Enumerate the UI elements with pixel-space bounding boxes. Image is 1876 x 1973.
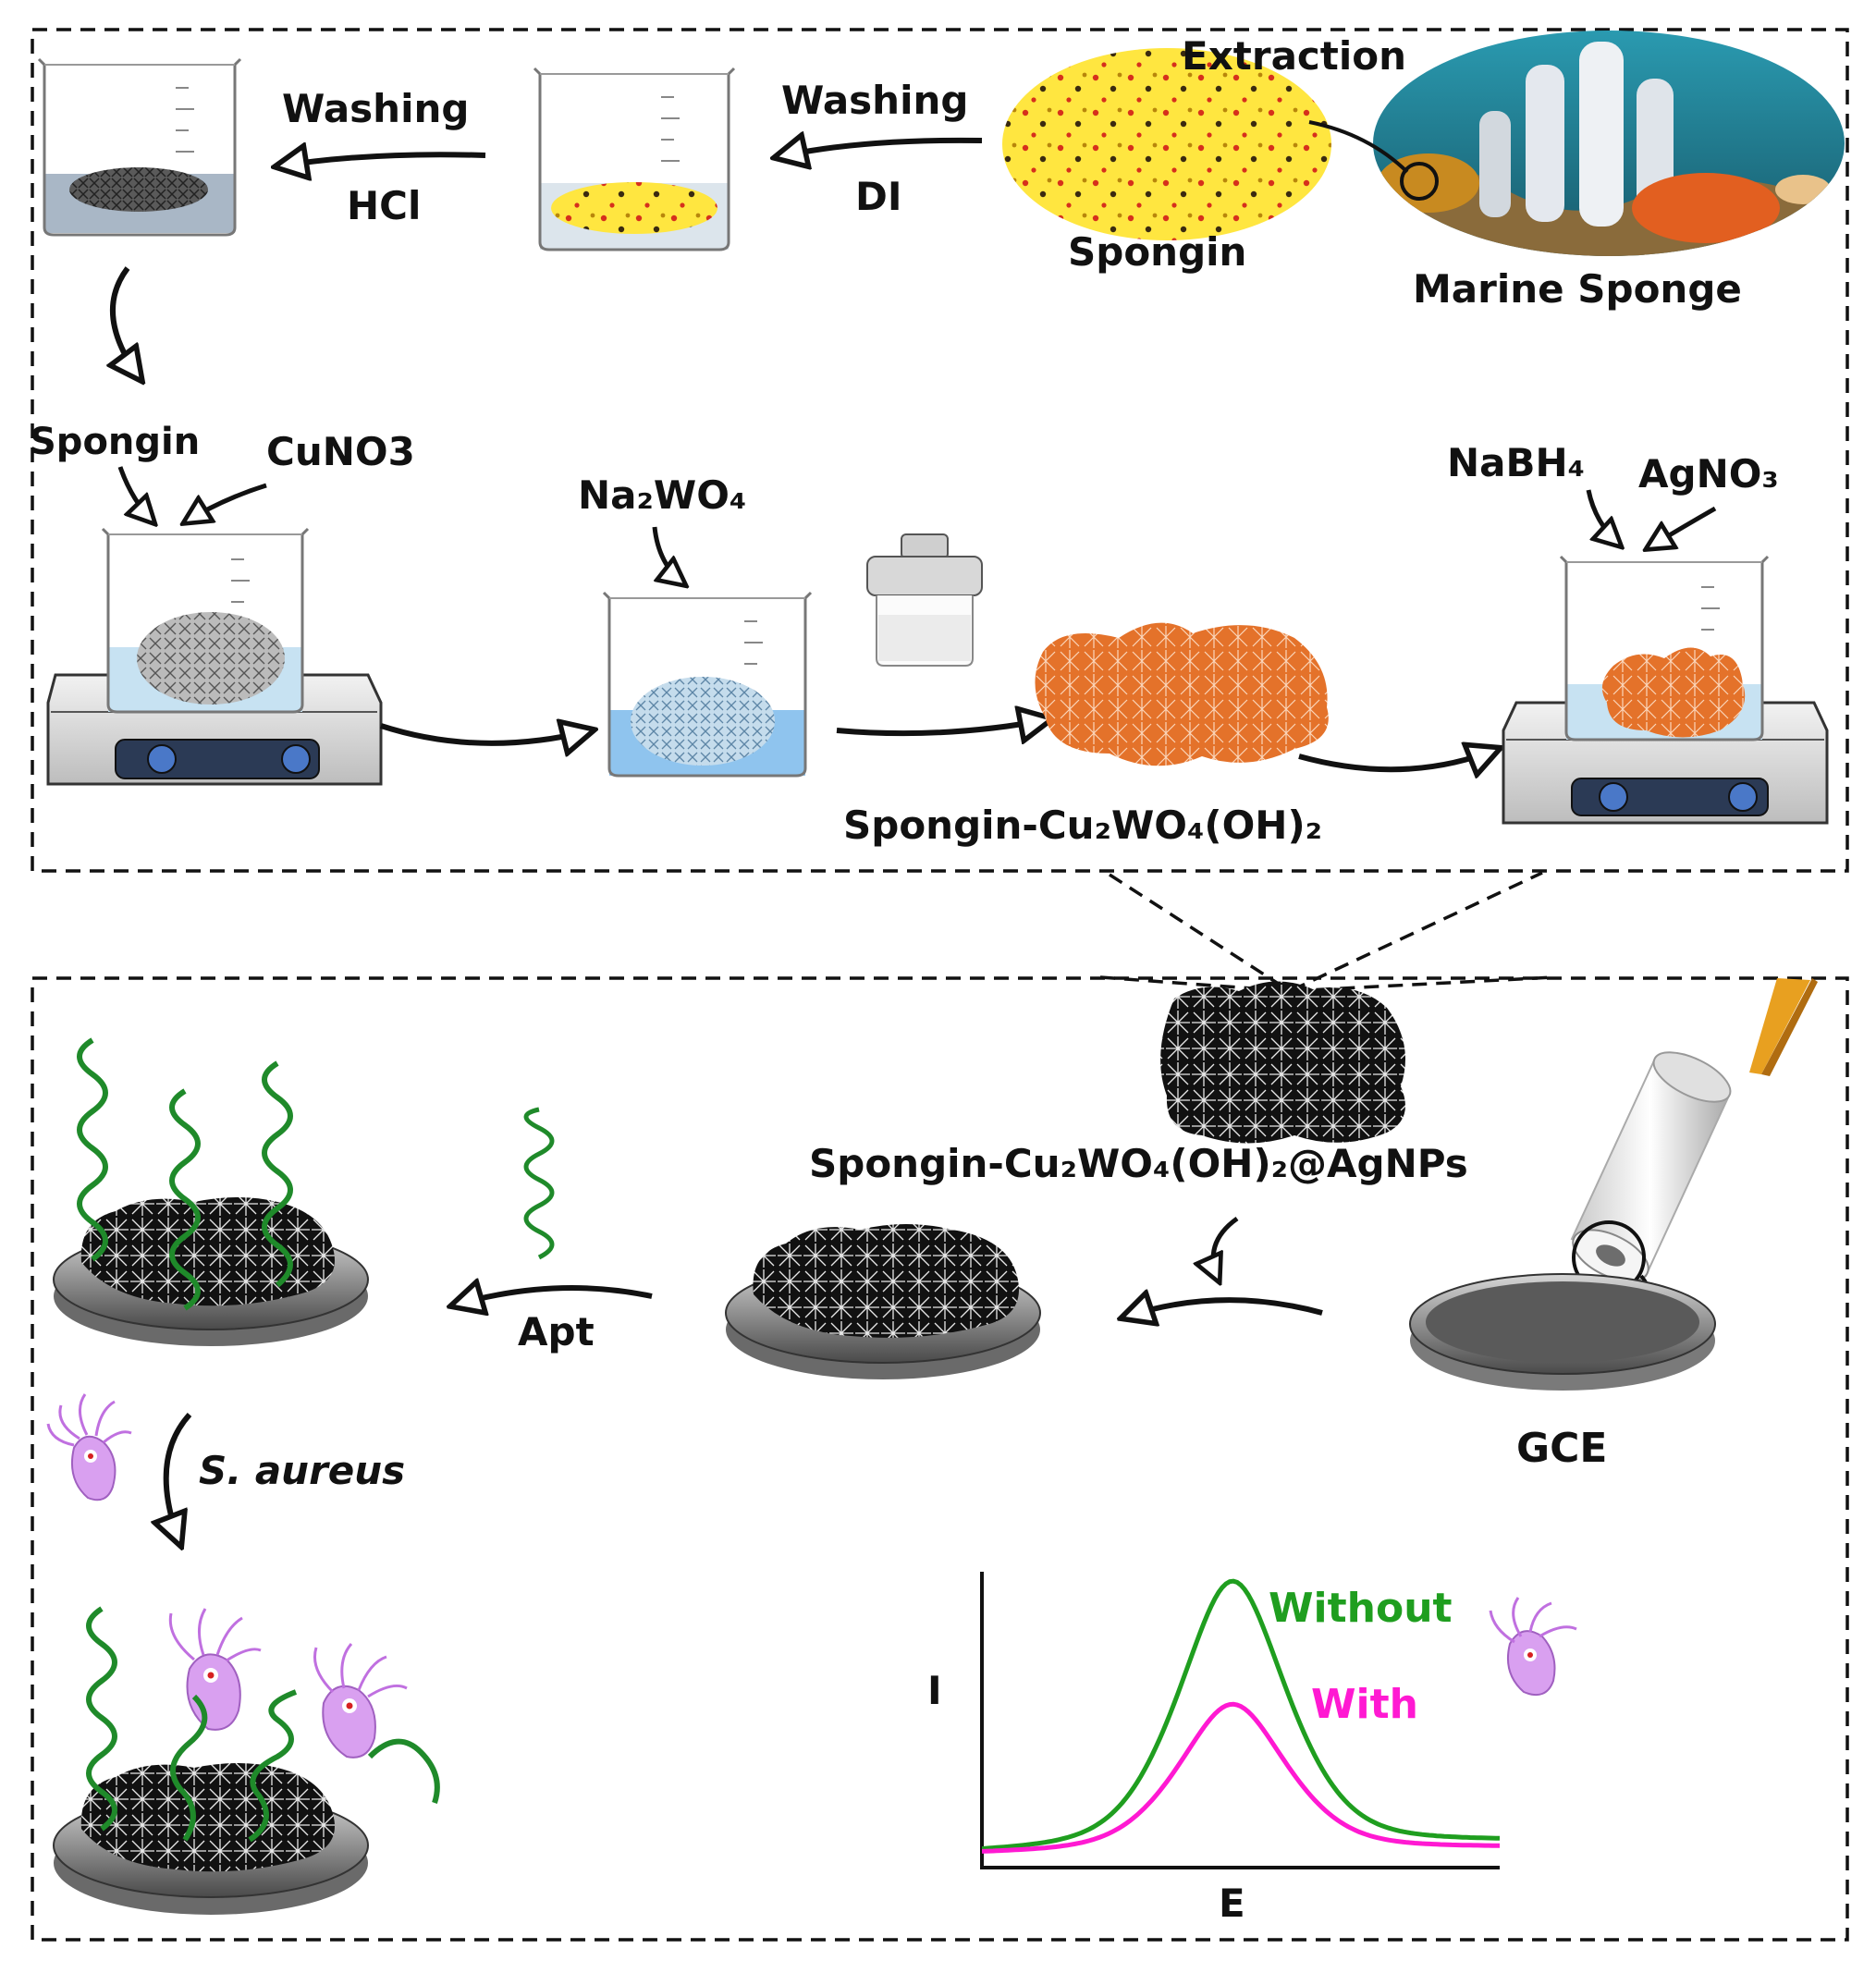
series-line-without [982,1578,1500,1851]
dpv-chart [980,1572,1500,1869]
label-marine-sponge: Marine Sponge [1413,266,1742,312]
arrow-di-to-hcl-wash [277,154,486,166]
label-reagent-agno3: AgNO₃ [1638,451,1779,496]
arrow-composite-to-electrode [1213,1216,1239,1281]
beaker-na2wo4 [602,591,813,778]
bottom-panel-frame [31,976,1849,1942]
label-di: DI [855,174,902,219]
legend-without: Without [1269,1585,1453,1632]
label-reagent-na2wo4: Na₂WO₄ [578,472,747,518]
spongin-material-image [1002,48,1331,240]
arrow-na2wo4-in [652,526,684,584]
chart-xlabel: E [1219,1881,1245,1926]
beaker-spongin-cuno3 [101,527,310,714]
label-apt: Apt [518,1309,595,1354]
zoom-connector-left [1109,871,1543,993]
beaker-agno3 [1559,555,1770,741]
arrow-to-na2wo4 [380,726,592,743]
bacterium-icon-chart [1489,1597,1577,1696]
arrow-nabh4-in [1586,489,1620,545]
autoclave-vessel [866,533,983,667]
label-hcl: HCl [347,183,422,228]
aptamer-strand [523,1107,555,1260]
modified-electrode [725,1224,1041,1379]
series-line-with [982,1701,1500,1854]
arrow-sponge-to-di-wash [777,141,983,157]
beaker-di-washed [533,67,736,251]
gce-disk [1409,1273,1716,1391]
spongin-cu2wo4oh2-product-image [1035,622,1329,766]
zoom-connector-right [1099,975,1554,993]
legend-with: With [1311,1681,1418,1728]
bacteria-captured-electrode [53,1606,440,1915]
arrow-to-agnp-step [1298,749,1498,769]
label-spongin-material: Spongin [1068,229,1247,275]
label-reagent-spongin: Spongin [30,421,201,463]
beaker-hcl-washed [37,57,242,237]
composite-agnps-image [1160,981,1405,1144]
label-gce: GCE [1516,1425,1608,1472]
top-panel-frame [31,28,1849,873]
chart-ylabel: I [927,1668,942,1713]
label-composite: Spongin-Cu₂WO₄(OH)₂@AgNPs [809,1141,1468,1186]
arrow-down-to-spongin [113,266,141,379]
label-washing-di: Washing [781,78,969,123]
label-product: Spongin-Cu₂WO₄(OH)₂ [843,803,1323,848]
chart-axes [980,1572,1500,1869]
label-washing-hcl: Washing [282,86,470,131]
arrow-spongin-in [117,466,153,522]
label-reagent-nabh4: NaBH₄ [1447,440,1586,485]
arrow-apt-immobilization [453,1288,653,1305]
arrow-to-product [836,719,1049,733]
label-extraction: Extraction [1182,33,1407,79]
aptamer-modified-electrode [53,1037,369,1346]
arrow-agno3-in [1648,506,1717,548]
label-reagent-cuno3: CuNO3 [266,429,415,474]
label-target: S. aureus [199,1448,406,1493]
arrow-cuno3-in [185,483,267,522]
bacterium-icon-small [46,1393,132,1501]
arrow-target-capture [166,1412,192,1544]
arrow-gce-to-modified [1123,1300,1323,1317]
